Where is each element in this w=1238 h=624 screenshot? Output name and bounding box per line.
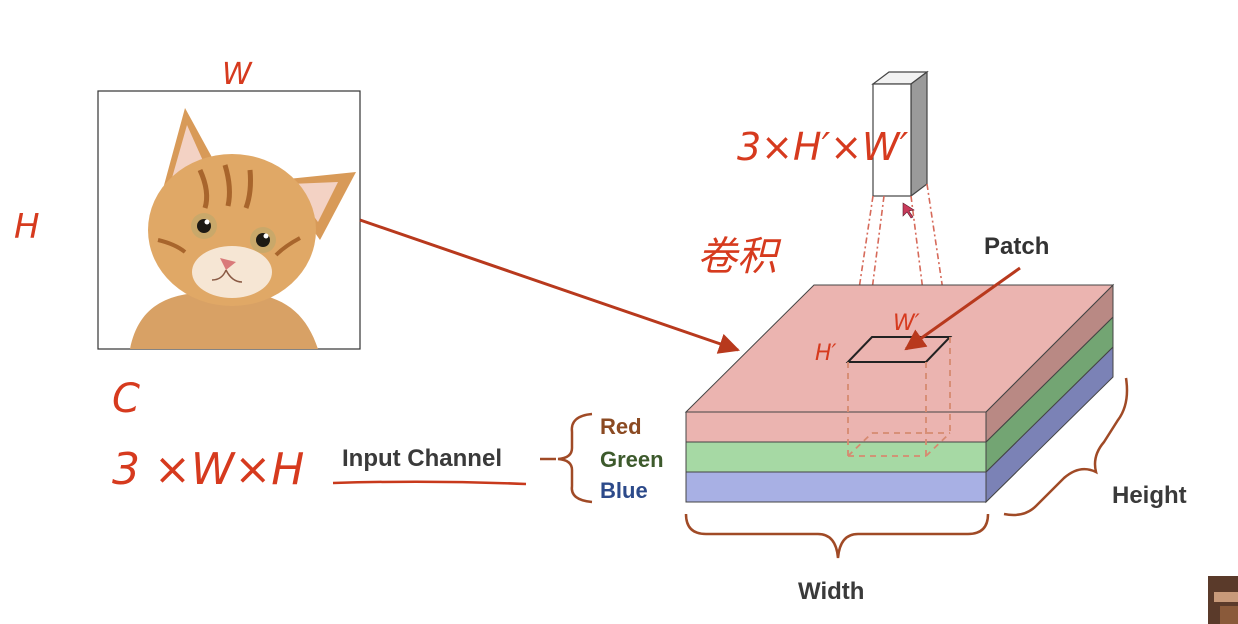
- kernel-column: [871, 70, 929, 198]
- channel-brace: [557, 412, 593, 504]
- patch-width-annotation: W′: [893, 311, 920, 336]
- blue-channel-label: Blue: [600, 478, 648, 503]
- patch-region: [845, 336, 953, 457]
- convolution-annotation: 卷积: [697, 234, 782, 280]
- width-brace: [684, 513, 990, 559]
- image-to-tensor-arrow: [359, 218, 740, 354]
- patch-label: Patch: [984, 233, 1049, 260]
- red-channel-label: Red: [600, 414, 642, 439]
- cat-image: [97, 90, 361, 350]
- width-label: Width: [798, 578, 864, 605]
- corner-thumbnail: [1208, 576, 1238, 624]
- height-annotation: H: [14, 207, 40, 247]
- red-layer: [685, 411, 987, 443]
- input-tensor: [684, 283, 1115, 504]
- width-annotation: W: [222, 57, 253, 92]
- input-channel-underline: [332, 480, 527, 486]
- patch-height-annotation: H′: [815, 341, 837, 366]
- input-shape-annotation: 3 ×W×H: [112, 444, 304, 495]
- blue-layer: [685, 471, 987, 503]
- mouse-cursor-icon: [902, 202, 915, 219]
- input-channel-label: Input Channel: [342, 445, 502, 472]
- green-channel-label: Green: [600, 447, 664, 472]
- patch-arrow: [904, 266, 1021, 351]
- height-brace: [1003, 377, 1129, 517]
- height-label: Height: [1112, 482, 1187, 509]
- kernel-shape-annotation: 3×H′×W′: [737, 125, 909, 169]
- green-layer: [685, 441, 987, 473]
- channel-annotation: C: [112, 376, 140, 422]
